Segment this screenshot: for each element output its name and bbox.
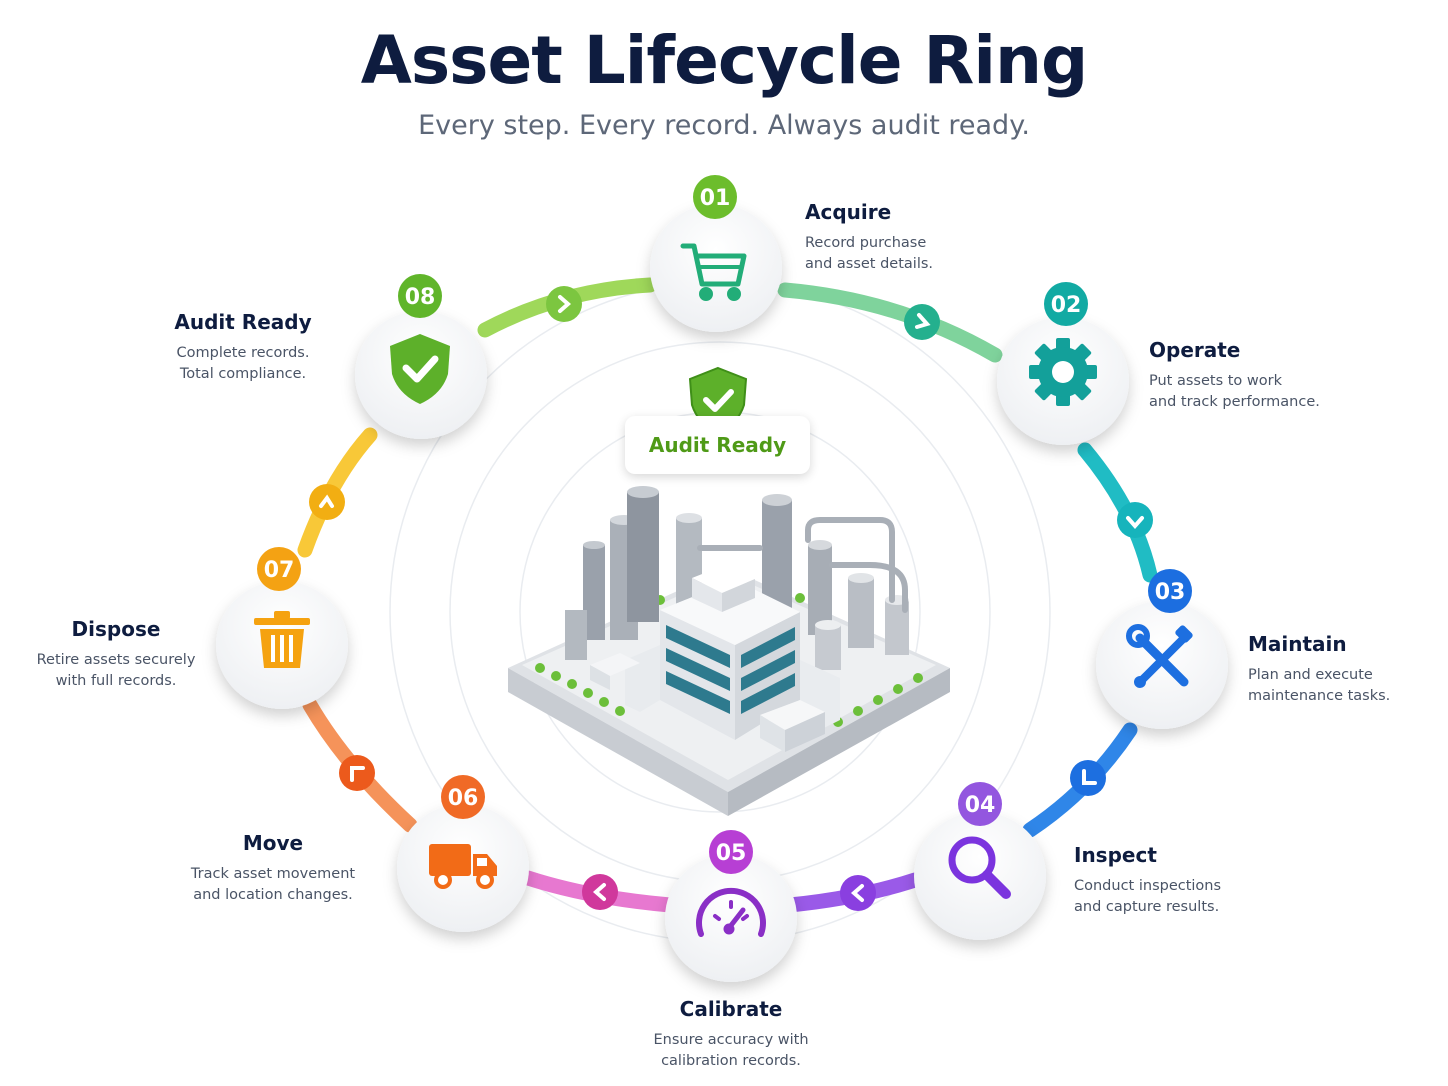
badge-01: 01: [693, 175, 737, 219]
truck-icon: [429, 844, 497, 889]
badge-07-text: 07: [264, 558, 295, 583]
step-05-title: Calibrate: [679, 997, 783, 1021]
arrow-dot-01-02: [904, 304, 940, 340]
badge-06: 06: [441, 775, 485, 819]
badge-08: 08: [398, 274, 442, 318]
badge-05: 05: [709, 830, 753, 874]
badge-04: 04: [958, 782, 1002, 826]
arrow-dot-03-04: [1070, 760, 1106, 796]
magnifier-icon: [948, 836, 1011, 899]
factory-illustration: [508, 486, 950, 816]
trash-icon: [254, 611, 310, 668]
step-08-title: Audit Ready: [174, 310, 312, 334]
badge-08-text: 08: [405, 285, 436, 310]
arrow-dot-05-06: [582, 874, 618, 910]
number-badges: 01 02 03 04 05 06 07 08: [257, 175, 1192, 874]
badge-06-text: 06: [448, 786, 479, 811]
center-badge-label: Audit Ready: [625, 416, 810, 474]
badge-03: 03: [1148, 569, 1192, 613]
arrow-dot-07-08: [309, 484, 345, 520]
direction-arrows: [309, 286, 1153, 911]
step-06-title: Move: [242, 831, 304, 855]
gauge-icon: [696, 887, 766, 937]
step-02-title: Operate: [1149, 338, 1241, 362]
tools-icon: [1126, 624, 1193, 688]
badge-05-text: 05: [716, 841, 747, 866]
shield-check-icon: [390, 334, 450, 404]
badge-02-text: 02: [1051, 293, 1082, 318]
badge-07: 07: [257, 547, 301, 591]
step-08-description: Complete records.Total compliance.: [176, 345, 310, 382]
arrow-dot-04-05: [840, 875, 876, 911]
step-04-title: Inspect: [1074, 843, 1157, 867]
arrow-dot-02-03: [1117, 502, 1153, 538]
step-07-title: Dispose: [71, 617, 161, 641]
segment-01-02: [777, 282, 1003, 363]
page-subtitle: Every step. Every record. Always audit r…: [418, 110, 1030, 141]
step-01-title: Acquire: [805, 200, 892, 224]
step-03-title: Maintain: [1248, 632, 1347, 656]
shopping-cart-icon: [680, 243, 747, 301]
badge-01-text: 01: [700, 186, 731, 211]
page-title: Asset Lifecycle Ring: [360, 22, 1088, 99]
step-08-text: Audit Ready Complete records.Total compl…: [93, 310, 393, 385]
badge-02: 02: [1044, 282, 1088, 326]
arrow-dot-06-07: [339, 755, 375, 791]
badge-04-text: 04: [965, 793, 996, 818]
arrow-dot-08-01: [546, 286, 582, 322]
badge-03-text: 03: [1155, 580, 1186, 605]
node-05: [665, 854, 797, 982]
gear-icon: [1029, 338, 1097, 406]
